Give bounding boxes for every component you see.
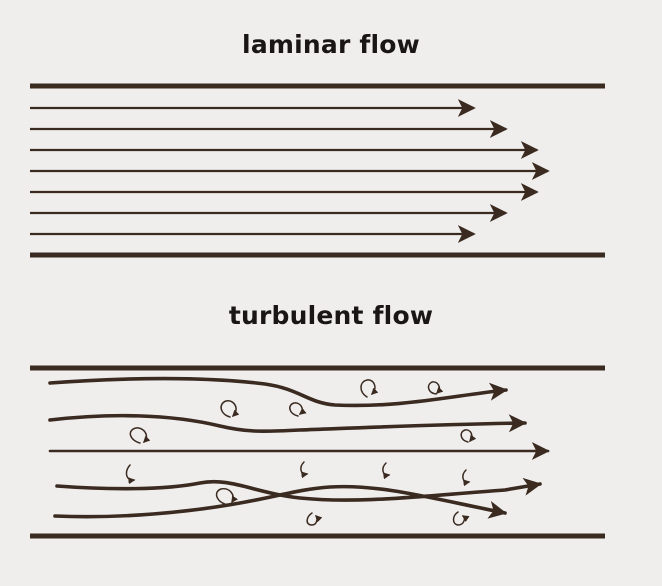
turbulent-streamline	[48, 376, 508, 408]
eddy-curl-icon	[289, 402, 307, 417]
turbulent-flow-title: turbulent flow	[228, 301, 434, 330]
laminar-flow-title: laminar flow	[242, 30, 420, 59]
turbulent-flow-section	[30, 365, 605, 539]
eddy-curl-icon	[452, 511, 470, 526]
eddy-curl-icon	[427, 381, 444, 395]
eddy-curl-icon	[125, 464, 136, 485]
eddy-curl-icon	[460, 429, 477, 443]
eddy-curl-icon	[306, 512, 323, 526]
eddy-curl-icon	[360, 379, 379, 398]
eddy-curl-icon	[462, 469, 471, 487]
turbulent-streamline	[48, 413, 527, 433]
turbulent-streamline	[53, 484, 507, 519]
eddy-curl-icon	[382, 462, 391, 480]
eddy-curl-icon	[220, 400, 240, 418]
eddy-curl-icon	[300, 461, 309, 479]
laminar-flow-section	[30, 83, 605, 258]
eddy-curl-icon	[215, 487, 239, 506]
eddy-curl-icon	[129, 427, 151, 444]
